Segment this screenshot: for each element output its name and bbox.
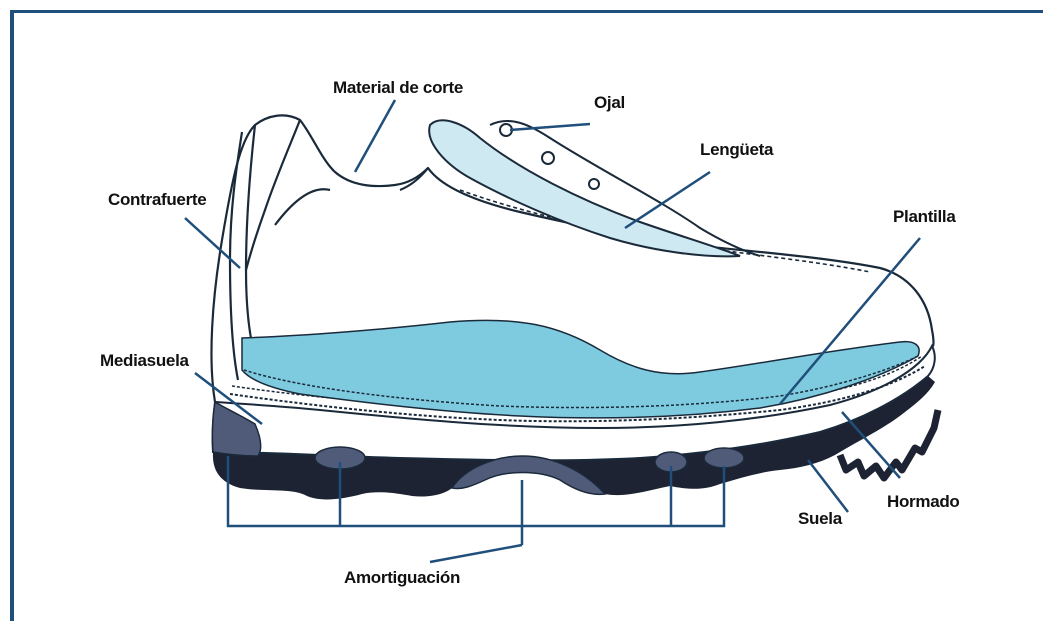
- leader-ojal: [510, 124, 590, 130]
- heel-counter-line: [230, 132, 242, 380]
- label-contrafuerte: Contrafuerte: [108, 190, 206, 209]
- cushion-pod-front-2: [704, 448, 744, 468]
- eyelet-2: [542, 152, 554, 164]
- leader-material-de-corte: [355, 100, 395, 172]
- label-plantilla: Plantilla: [893, 207, 956, 226]
- eyelet-3: [589, 179, 599, 189]
- tongue: [429, 120, 740, 256]
- label-material-de-corte: Material de corte: [333, 78, 463, 97]
- label-ojal: Ojal: [594, 93, 625, 112]
- leader-lenguueta: [625, 172, 710, 228]
- label-amortiguacion: Amortiguación: [344, 568, 460, 587]
- label-hormado: Hormado: [887, 492, 960, 511]
- lace-line: [275, 189, 330, 225]
- leader-amortiguacion-label: [430, 545, 522, 562]
- label-lenguueta: Lengüeta: [700, 140, 774, 159]
- insole: [242, 320, 919, 418]
- label-mediasuela: Mediasuela: [100, 351, 189, 370]
- label-suela: Suela: [798, 509, 843, 528]
